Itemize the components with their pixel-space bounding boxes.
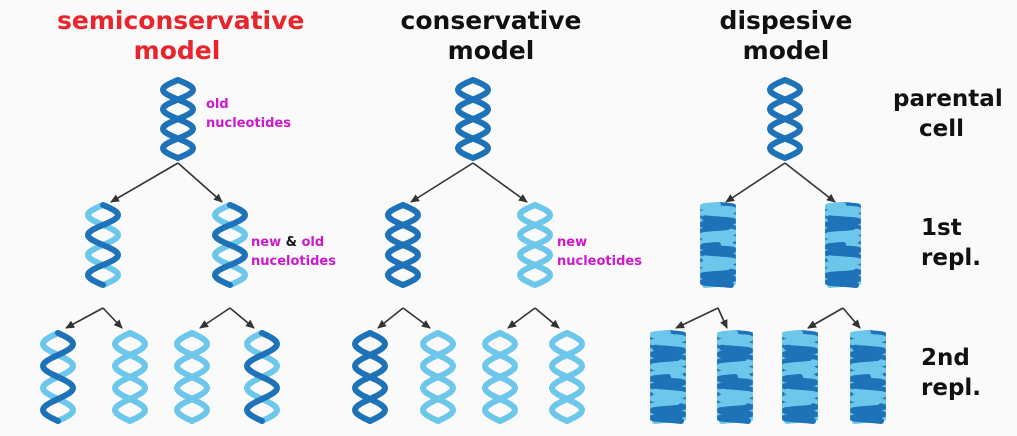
arrow-first-to-second-0-0-0 xyxy=(66,308,103,328)
annotation-new-line2: nucleotides xyxy=(557,252,642,271)
arrow-first-to-second-1-0-0 xyxy=(378,308,403,328)
annotation-new-and-old-line1: new & old xyxy=(251,233,336,252)
dispersive-title-line2: model xyxy=(666,36,906,66)
arrow-first-to-second-2-1-1 xyxy=(843,308,860,328)
helix-second-1-1 xyxy=(423,333,453,421)
helix-second-2-2 xyxy=(785,333,815,421)
helix-first-0-1 xyxy=(215,205,245,285)
helix-second-2-1 xyxy=(720,333,750,421)
helix-first-1-1 xyxy=(520,205,550,285)
arrow-first-to-second-0-1-1 xyxy=(230,308,254,328)
annotation-ampersand: & xyxy=(286,235,297,250)
row-label-first-line1: 1st xyxy=(921,213,981,243)
semiconservative-title: semiconservative model xyxy=(57,6,297,66)
helix-second-2-3 xyxy=(853,333,883,421)
helix-first-2-1 xyxy=(828,205,858,285)
helix-second-0-0 xyxy=(43,333,73,421)
helix-first-2-0 xyxy=(703,205,733,285)
row-label-parental-line1: parental xyxy=(893,84,1003,114)
row-label-first-line2: repl. xyxy=(921,243,981,273)
helix-second-1-0 xyxy=(355,333,385,421)
conservative-title-line1: conservative xyxy=(371,6,611,36)
annotation-old-line1: old xyxy=(206,95,291,114)
annotation-old-nucleotides: old nucleotides xyxy=(206,95,291,133)
helix-first-1-0 xyxy=(388,205,418,285)
helix-second-0-3 xyxy=(247,333,277,421)
row-label-parental-line2: cell xyxy=(893,114,1003,144)
arrow-parent-to-first-2-1 xyxy=(785,163,835,202)
helix-second-0-2 xyxy=(177,333,207,421)
arrow-parent-to-first-0-1 xyxy=(178,163,222,202)
arrow-first-to-second-0-1-0 xyxy=(200,308,230,328)
conservative-title: conservative model xyxy=(371,6,611,66)
row-label-parental: parental cell xyxy=(893,84,1003,144)
arrow-first-to-second-1-0-1 xyxy=(403,308,430,328)
annotation-new-and-old-line2: nucelotides xyxy=(251,252,336,271)
annotation-new-word: new xyxy=(251,235,281,250)
annotation-old-word: old xyxy=(302,235,325,250)
conservative-title-line2: model xyxy=(371,36,611,66)
row-label-first-replication: 1st repl. xyxy=(921,213,981,273)
row-label-second-line1: 2nd xyxy=(921,343,981,373)
dispersive-title-line1: dispesive xyxy=(666,6,906,36)
helix-second-2-0 xyxy=(653,333,683,421)
arrow-first-to-second-0-0-1 xyxy=(103,308,122,328)
semiconservative-title-line2: model xyxy=(57,36,297,66)
arrow-first-to-second-2-1-0 xyxy=(808,308,843,328)
helix-first-0-0 xyxy=(88,205,118,285)
arrow-first-to-second-2-0-1 xyxy=(718,308,727,328)
annotation-new-and-old: new & old nucelotides xyxy=(251,233,336,271)
dispersive-title: dispesive model xyxy=(666,6,906,66)
arrow-first-to-second-2-0-0 xyxy=(676,308,718,328)
arrow-parent-to-first-2-0 xyxy=(726,163,785,202)
helix-second-0-1 xyxy=(115,333,145,421)
annotation-new-line1: new xyxy=(557,233,642,252)
row-label-second-replication: 2nd repl. xyxy=(921,343,981,403)
row-label-second-line2: repl. xyxy=(921,373,981,403)
helix-parental-2 xyxy=(770,80,800,158)
helix-second-1-2 xyxy=(485,333,515,421)
arrow-parent-to-first-1-0 xyxy=(411,163,473,202)
annotation-new-nucleotides: new nucleotides xyxy=(557,233,642,271)
arrow-parent-to-first-1-1 xyxy=(473,163,527,202)
annotation-old-line2: nucleotides xyxy=(206,114,291,133)
semiconservative-title-line1: semiconservative xyxy=(57,6,297,36)
helix-second-1-3 xyxy=(552,333,582,421)
arrow-first-to-second-1-1-1 xyxy=(535,308,559,328)
arrow-first-to-second-1-1-0 xyxy=(508,308,535,328)
helix-parental-1 xyxy=(458,80,488,158)
helix-parental-0 xyxy=(163,80,193,158)
arrow-parent-to-first-0-0 xyxy=(111,163,178,202)
